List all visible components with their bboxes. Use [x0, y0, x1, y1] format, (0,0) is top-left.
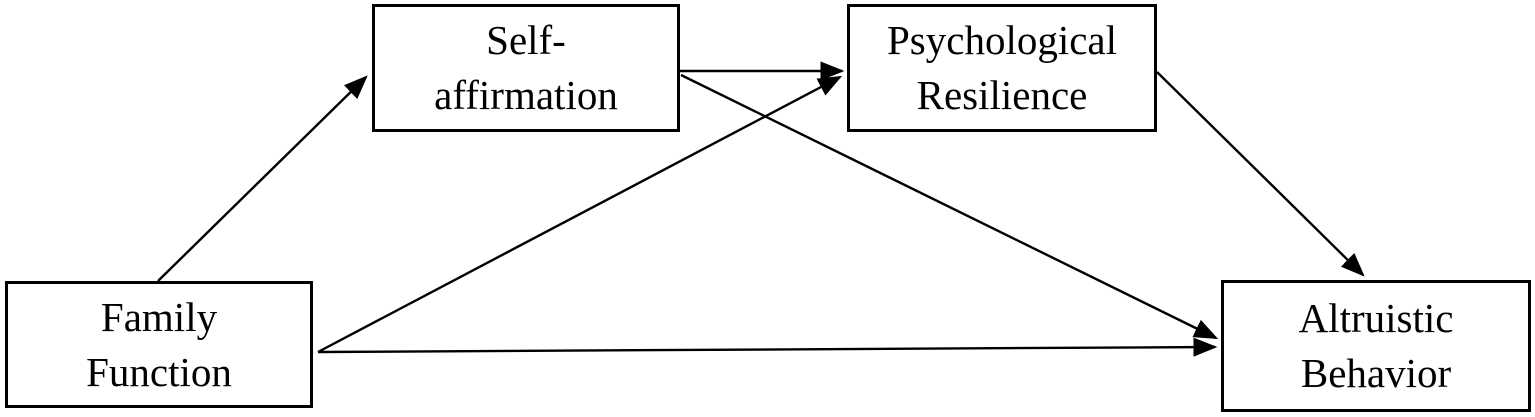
arrow-family-function-to-self-affirmation [157, 75, 368, 282]
node-family-function-label-line2: Function [86, 348, 232, 395]
node-self-affirmation-label-line1: Self- [486, 17, 566, 63]
arrow-psychological-resilience-to-altruistic-behavior [1156, 71, 1365, 277]
node-family-function: Family Function [5, 281, 313, 408]
node-psychological-resilience-label-line2: Resilience [916, 72, 1088, 118]
arrow-family-function-to-altruistic-behavior [317, 337, 1218, 357]
node-altruistic-behavior-label-line2: Behavior [1300, 350, 1452, 396]
node-psychological-resilience-label-line1: Psychological [886, 17, 1118, 63]
node-self-affirmation-label-line2: affirmation [434, 72, 618, 118]
node-psychological-resilience: Psychological Resilience [847, 4, 1157, 132]
node-altruistic-behavior-label-line1: Altruistic [1298, 295, 1454, 341]
node-family-function-label-line1: Family [100, 293, 218, 340]
node-altruistic-behavior: Altruistic Behavior [1221, 280, 1531, 412]
node-self-affirmation: Self- affirmation [372, 4, 680, 132]
